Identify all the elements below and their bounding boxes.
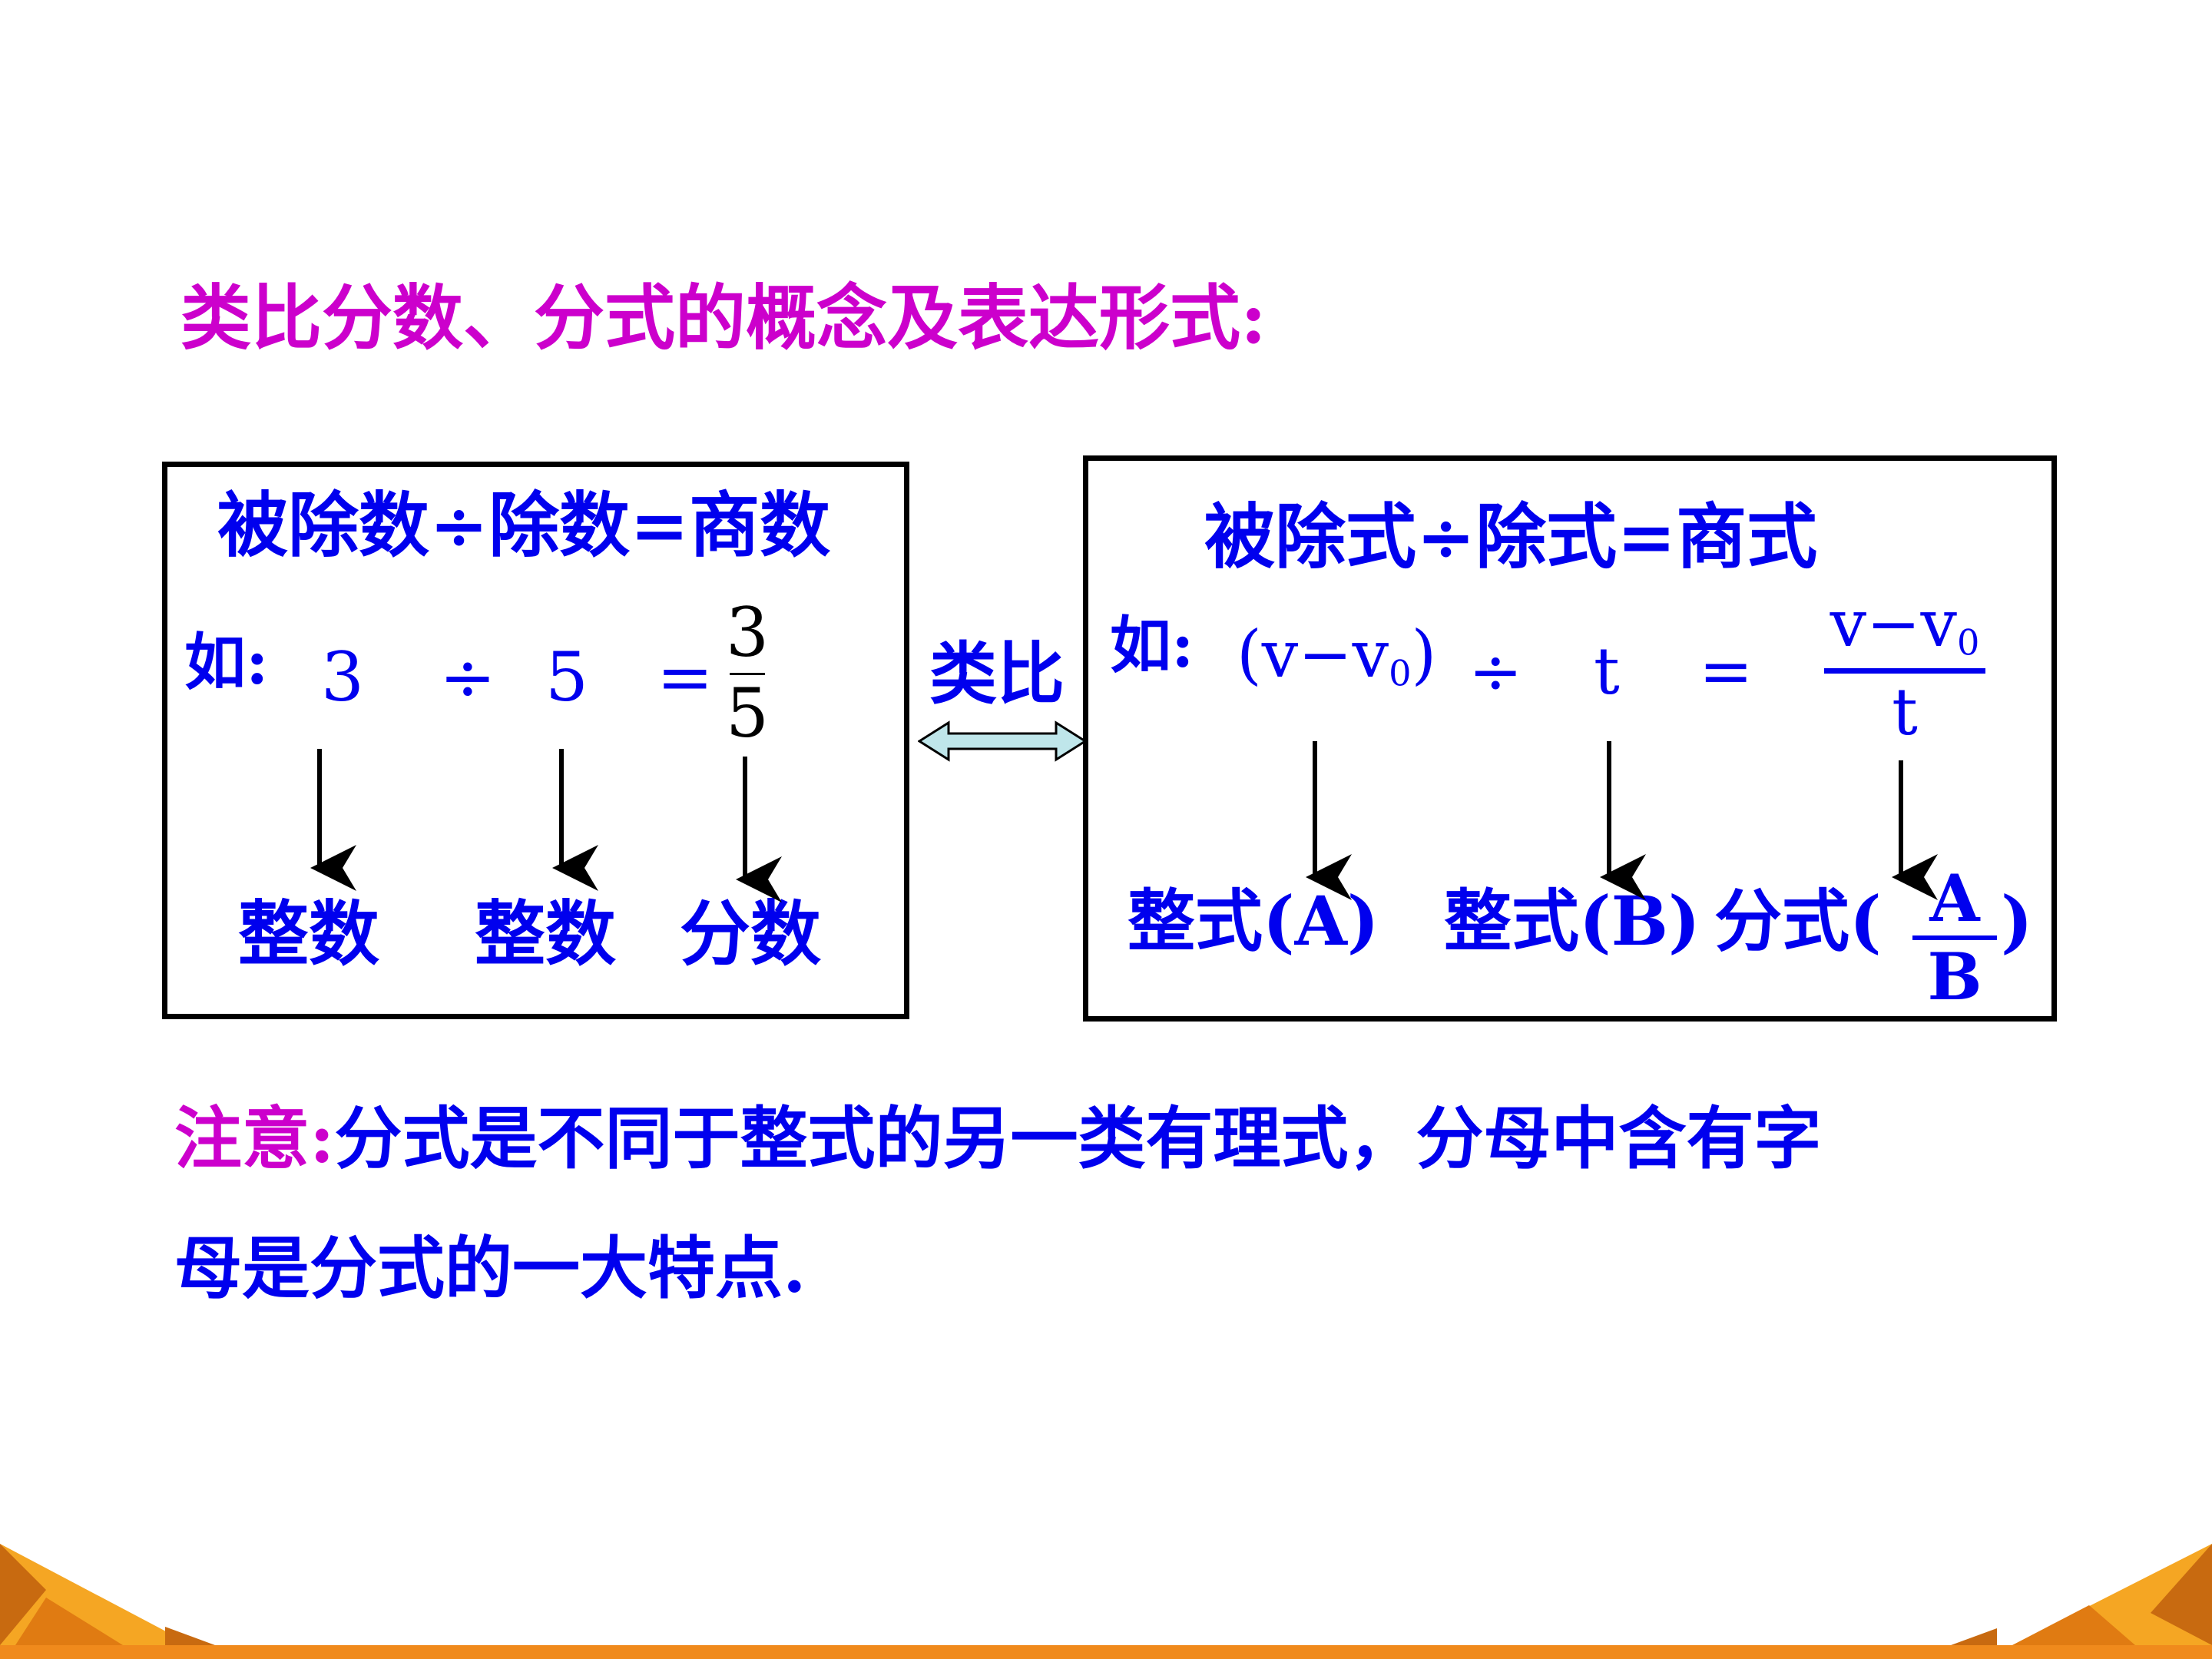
left-dividend: 3 [321,637,364,717]
right-result-label-2: 整式(B) [1444,881,1700,961]
right-result-fraction: A B [1912,866,1997,1009]
right-dividend: (v−v0) [1237,622,1436,691]
right-divisor: t [1594,634,1620,709]
left-fraction: 3 5 [720,599,774,747]
left-example-prefix: 如: [184,626,269,698]
right-fraction-denominator: t [1892,674,1918,750]
right-result-label-1: 整式(A) [1128,881,1379,961]
right-result-close: ) [2001,881,2033,961]
left-equals: = [657,637,714,717]
right-divide-sign: ÷ [1469,634,1523,709]
double-arrow-icon [918,720,1087,762]
right-dividend-text: (v−v [1237,617,1389,692]
analogy-label: 类比 [929,634,1065,714]
footer-decoration [0,1544,2212,1659]
right-dividend-subscript: 0 [1389,652,1412,694]
right-fraction-bar [1824,667,1985,674]
right-fraction-numerator-text: v−v [1830,586,1957,661]
note-label: 注意: [174,1098,335,1178]
algebraic-fraction-concept-box [1083,455,2057,1022]
left-fraction-denominator: 5 [726,674,769,753]
left-result-label-3: 分数 [680,892,822,975]
left-fraction-bar [730,673,765,675]
right-example-prefix: 如: [1110,609,1194,681]
note-line-1: 注意:分式是不同于整式的另一类有理式，分母中含有字 [174,1104,1822,1172]
right-fraction-numerator: v−v0 [1824,591,1985,661]
right-result-label-3: 分式( [1714,881,1882,961]
left-result-label-1: 整数 [238,892,380,975]
right-fraction-numerator-subscript: 0 [1956,621,1980,664]
right-result-fraction-denominator: B [1927,939,1982,1015]
left-fraction-numerator: 3 [726,593,769,672]
left-box-heading: 被除数÷除数=商数 [217,484,831,567]
note-text-1: 分式是不同于整式的另一类有理式，分母中含有字 [334,1098,1822,1178]
right-equals: = [1699,634,1753,709]
right-box-heading: 被除式÷除式=商式 [1204,495,1818,578]
left-divide-sign: ÷ [439,637,496,717]
slide-title: 类比分数、分式的概念及表达形式: [180,276,1267,359]
right-result-fraction-bar [1912,935,1997,940]
fraction-concept-box [162,462,909,1019]
left-divisor: 5 [545,637,588,717]
right-result-fraction-numerator: A [1929,860,1980,936]
note-line-2: 母是分式的一大特点. [174,1228,806,1308]
right-fraction: v−v0 t [1824,591,1985,744]
left-result-label-2: 整数 [475,892,617,975]
right-dividend-close: ) [1411,617,1437,692]
